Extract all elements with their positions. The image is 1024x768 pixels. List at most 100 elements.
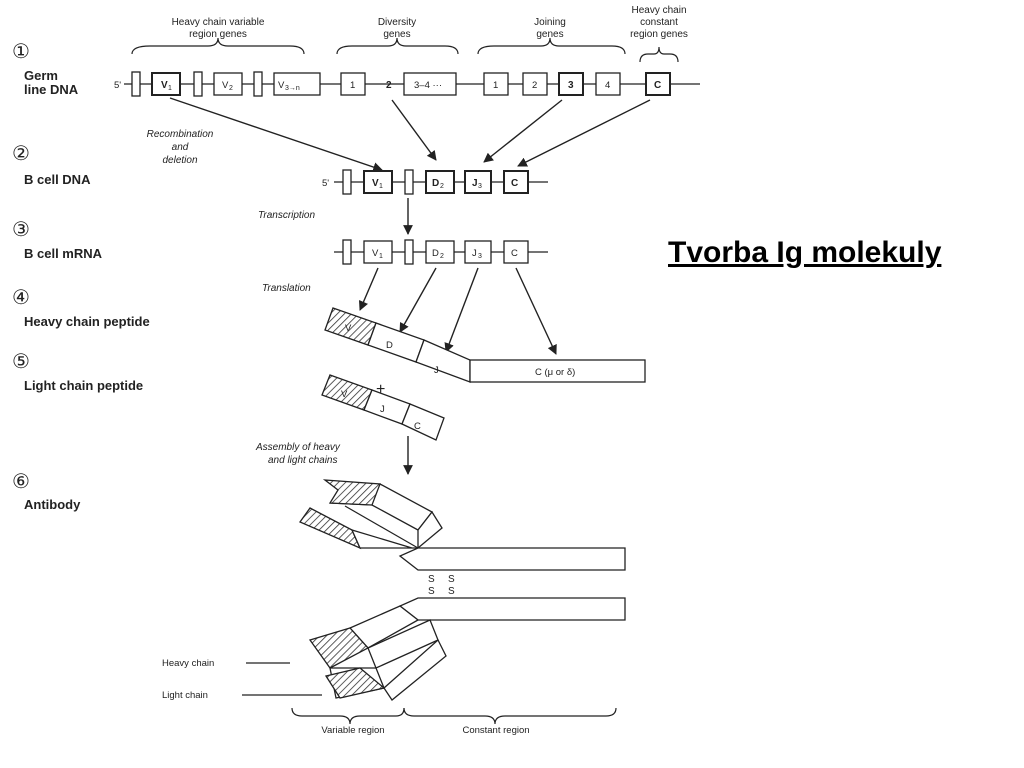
label-heavy-chain: Heavy chain	[162, 658, 214, 669]
note-assembly-line2: and light chains	[268, 455, 338, 466]
upper-light-v	[299, 507, 362, 550]
arrow-trans-j	[444, 267, 479, 353]
germline-dna-row: 5' V 1 V 2 V 3→n 1 2 3–4 ··· 1 2 3 4 C	[114, 71, 700, 97]
step-1-number: ①	[12, 39, 30, 63]
light-c-label: C	[414, 421, 421, 432]
label-light-chain: Light chain	[162, 690, 208, 701]
mrna-v1	[363, 240, 393, 264]
step-4-number: ④	[12, 285, 30, 309]
note-recomb-line1: Recombination	[147, 129, 214, 140]
mrna-j3	[464, 240, 492, 264]
step-3-number: ③	[12, 217, 30, 241]
gene-d1	[340, 72, 366, 96]
light-j-label: J	[380, 404, 385, 415]
five-prime-label-1: 5'	[114, 80, 121, 91]
bcell-dna-j3-sub: 3	[478, 183, 482, 190]
header-j-line1: Joining	[534, 17, 566, 28]
translation-arrows	[358, 267, 557, 355]
antibody-labels: Heavy chain Light chain Variable region …	[162, 658, 617, 736]
note-recomb-line2: and	[172, 142, 189, 153]
gene-v2-label: V	[222, 80, 229, 91]
gene-v1	[151, 72, 181, 96]
light-c-domain	[401, 403, 445, 441]
mrna-d2-sub: 2	[440, 253, 444, 260]
mrna-v1-label: V	[372, 248, 379, 259]
heavy-d-label: D	[386, 340, 393, 351]
upper-heavy-v	[322, 479, 381, 506]
upper-light-c	[350, 528, 418, 549]
gene-v3-sub: 3→n	[285, 85, 300, 92]
antibody-structure: S S S S	[299, 479, 626, 701]
arrow-v1	[169, 97, 383, 172]
lower-heavy-constant	[398, 597, 626, 621]
header-c-line1: Heavy chain	[631, 5, 686, 16]
brace-j-genes	[477, 37, 626, 55]
header-j-line2: genes	[536, 29, 563, 40]
header-v-line2: region genes	[189, 29, 247, 40]
step-5-number: ⑤	[12, 349, 30, 373]
step-labels: ① Germ line DNA ② B cell DNA ③ B cell mR…	[12, 39, 150, 512]
gene-j4	[595, 72, 621, 96]
plus-sign: +	[376, 381, 385, 398]
header-c-line3: region genes	[630, 29, 688, 40]
light-chain-peptide: V J C	[321, 374, 445, 441]
five-prime-label-2: 5'	[322, 178, 329, 189]
note-recomb-line3: deletion	[162, 155, 197, 166]
step-1-label-line2: line DNA	[24, 82, 79, 97]
gene-c	[645, 72, 671, 96]
header-v-line1: Heavy chain variable	[172, 17, 265, 28]
step-6-number: ⑥	[12, 469, 30, 493]
disulfide-s2-bottom: S	[448, 586, 455, 597]
bcell-dna-row: 5' V 1 D 2 J 3 C	[322, 169, 548, 195]
note-transcription: Transcription	[258, 210, 315, 221]
gene-c-label: C	[654, 80, 661, 91]
note-assembly-line1: Assembly of heavy	[255, 442, 341, 453]
leader-block	[131, 71, 141, 97]
bcell-dna-d2-sub: 2	[440, 183, 444, 190]
light-v-label: V	[341, 389, 348, 400]
bcell-dna-v1-label: V	[372, 178, 379, 189]
gene-j3-label: 3	[568, 80, 574, 91]
step-2-number: ②	[12, 141, 30, 165]
heavy-c-label: C (μ or δ)	[535, 367, 575, 378]
arrow-c	[517, 99, 651, 167]
mrna-c-label: C	[511, 248, 518, 259]
recombination-note: Recombination and deletion	[147, 129, 214, 166]
leader-block	[404, 239, 414, 265]
upper-heavy-constant	[398, 547, 626, 571]
disulfide-s2-top: S	[448, 574, 455, 585]
bcell-dna-d2-label: D	[432, 178, 439, 189]
gene-d34-label: 3–4 ···	[414, 80, 442, 91]
disulfide-s1-top: S	[428, 574, 435, 585]
step-3-label: B cell mRNA	[24, 246, 103, 261]
lower-light-constant	[383, 638, 447, 701]
gene-d3-4	[403, 72, 457, 96]
bcell-dna-c-label: C	[511, 178, 518, 189]
step-5-label: Light chain peptide	[24, 378, 143, 393]
bcell-dna-v1-sub: 1	[379, 183, 383, 190]
gene-d2-label: 2	[386, 80, 392, 91]
gene-j3	[558, 72, 584, 96]
light-j-domain	[363, 389, 411, 425]
bcell-dna-c	[503, 170, 529, 194]
label-constant-region: Constant region	[462, 725, 529, 736]
gene-v1-sub: 1	[168, 85, 172, 92]
heavy-j-domain	[415, 339, 471, 383]
arrow-j3	[483, 99, 563, 163]
bcell-dna-j3-label: J	[472, 178, 478, 189]
arrow-trans-d	[399, 267, 437, 333]
mrna-d2-label: D	[432, 248, 439, 259]
step-6-label: Antibody	[24, 497, 81, 512]
gene-v2-sub: 2	[229, 85, 233, 92]
heavy-d-domain	[367, 322, 425, 363]
note-translation: Translation	[262, 283, 311, 294]
gene-j1-label: 1	[493, 80, 498, 91]
gene-j4-label: 4	[605, 80, 610, 91]
arrow-d2	[391, 99, 437, 161]
mrna-j3-label: J	[472, 248, 477, 259]
gene-group-headers: Heavy chain variable region genes Divers…	[131, 5, 688, 63]
step-1-label-line1: Germ	[24, 68, 58, 83]
header-c-line2: constant	[640, 17, 678, 28]
brace-c-genes	[639, 46, 679, 63]
